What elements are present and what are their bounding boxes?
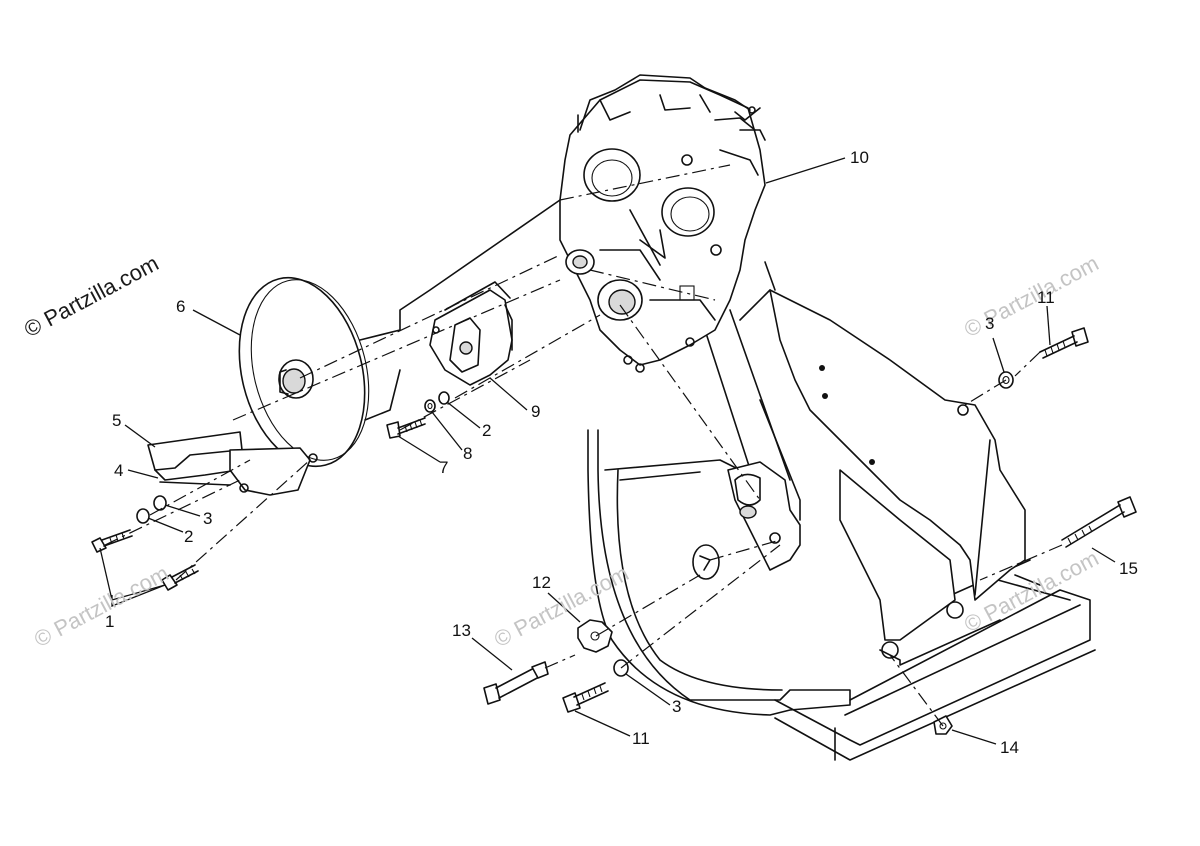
callout-15: 15 xyxy=(1119,559,1138,578)
belt-guard-housing xyxy=(704,261,1026,659)
callout-3-lower: 3 xyxy=(672,697,682,716)
drive-clutch-disc xyxy=(238,199,561,468)
washer-2-upper xyxy=(438,391,450,405)
callout-14: 14 xyxy=(1000,738,1019,757)
chassis-frame xyxy=(587,429,1096,761)
callout-3-left: 3 xyxy=(203,509,213,528)
washer-2-left xyxy=(136,508,150,524)
callout-2-left: 2 xyxy=(184,527,194,546)
fastener-bolt-7 xyxy=(386,417,426,439)
callout-10: 10 xyxy=(850,148,869,167)
guard-plate xyxy=(147,431,318,496)
callout-5: 5 xyxy=(112,411,122,430)
pin-13 xyxy=(483,661,549,705)
callout-9: 9 xyxy=(531,402,541,421)
callout-13: 13 xyxy=(452,621,471,640)
spacer-disc xyxy=(692,544,720,580)
callout-3-right: 3 xyxy=(985,314,995,333)
callout-4: 4 xyxy=(114,461,124,480)
washer-8 xyxy=(424,399,436,413)
bolt-15 xyxy=(1061,496,1137,548)
callout-1: 1 xyxy=(105,612,115,631)
washer-3-left xyxy=(153,495,167,511)
gearcase xyxy=(559,74,766,373)
assembly-centerlines xyxy=(104,164,1063,727)
callout-12: 12 xyxy=(532,573,551,592)
callout-6: 6 xyxy=(176,297,186,316)
callout-8: 8 xyxy=(463,444,473,463)
motor-mount-bracket xyxy=(727,461,801,571)
spring-12 xyxy=(577,619,613,653)
bolt-11-right xyxy=(1039,327,1089,359)
callout-2-center: 2 xyxy=(482,421,492,440)
clutch-bracket xyxy=(429,281,513,386)
callout-leaders xyxy=(99,157,1116,745)
bolt-11-lower xyxy=(562,682,609,713)
callout-7: 7 xyxy=(439,458,449,477)
callout-11-lower: 11 xyxy=(632,729,650,748)
callout-11-right: 11 xyxy=(1037,288,1055,307)
fastener-bolt-1-upper xyxy=(91,529,133,553)
